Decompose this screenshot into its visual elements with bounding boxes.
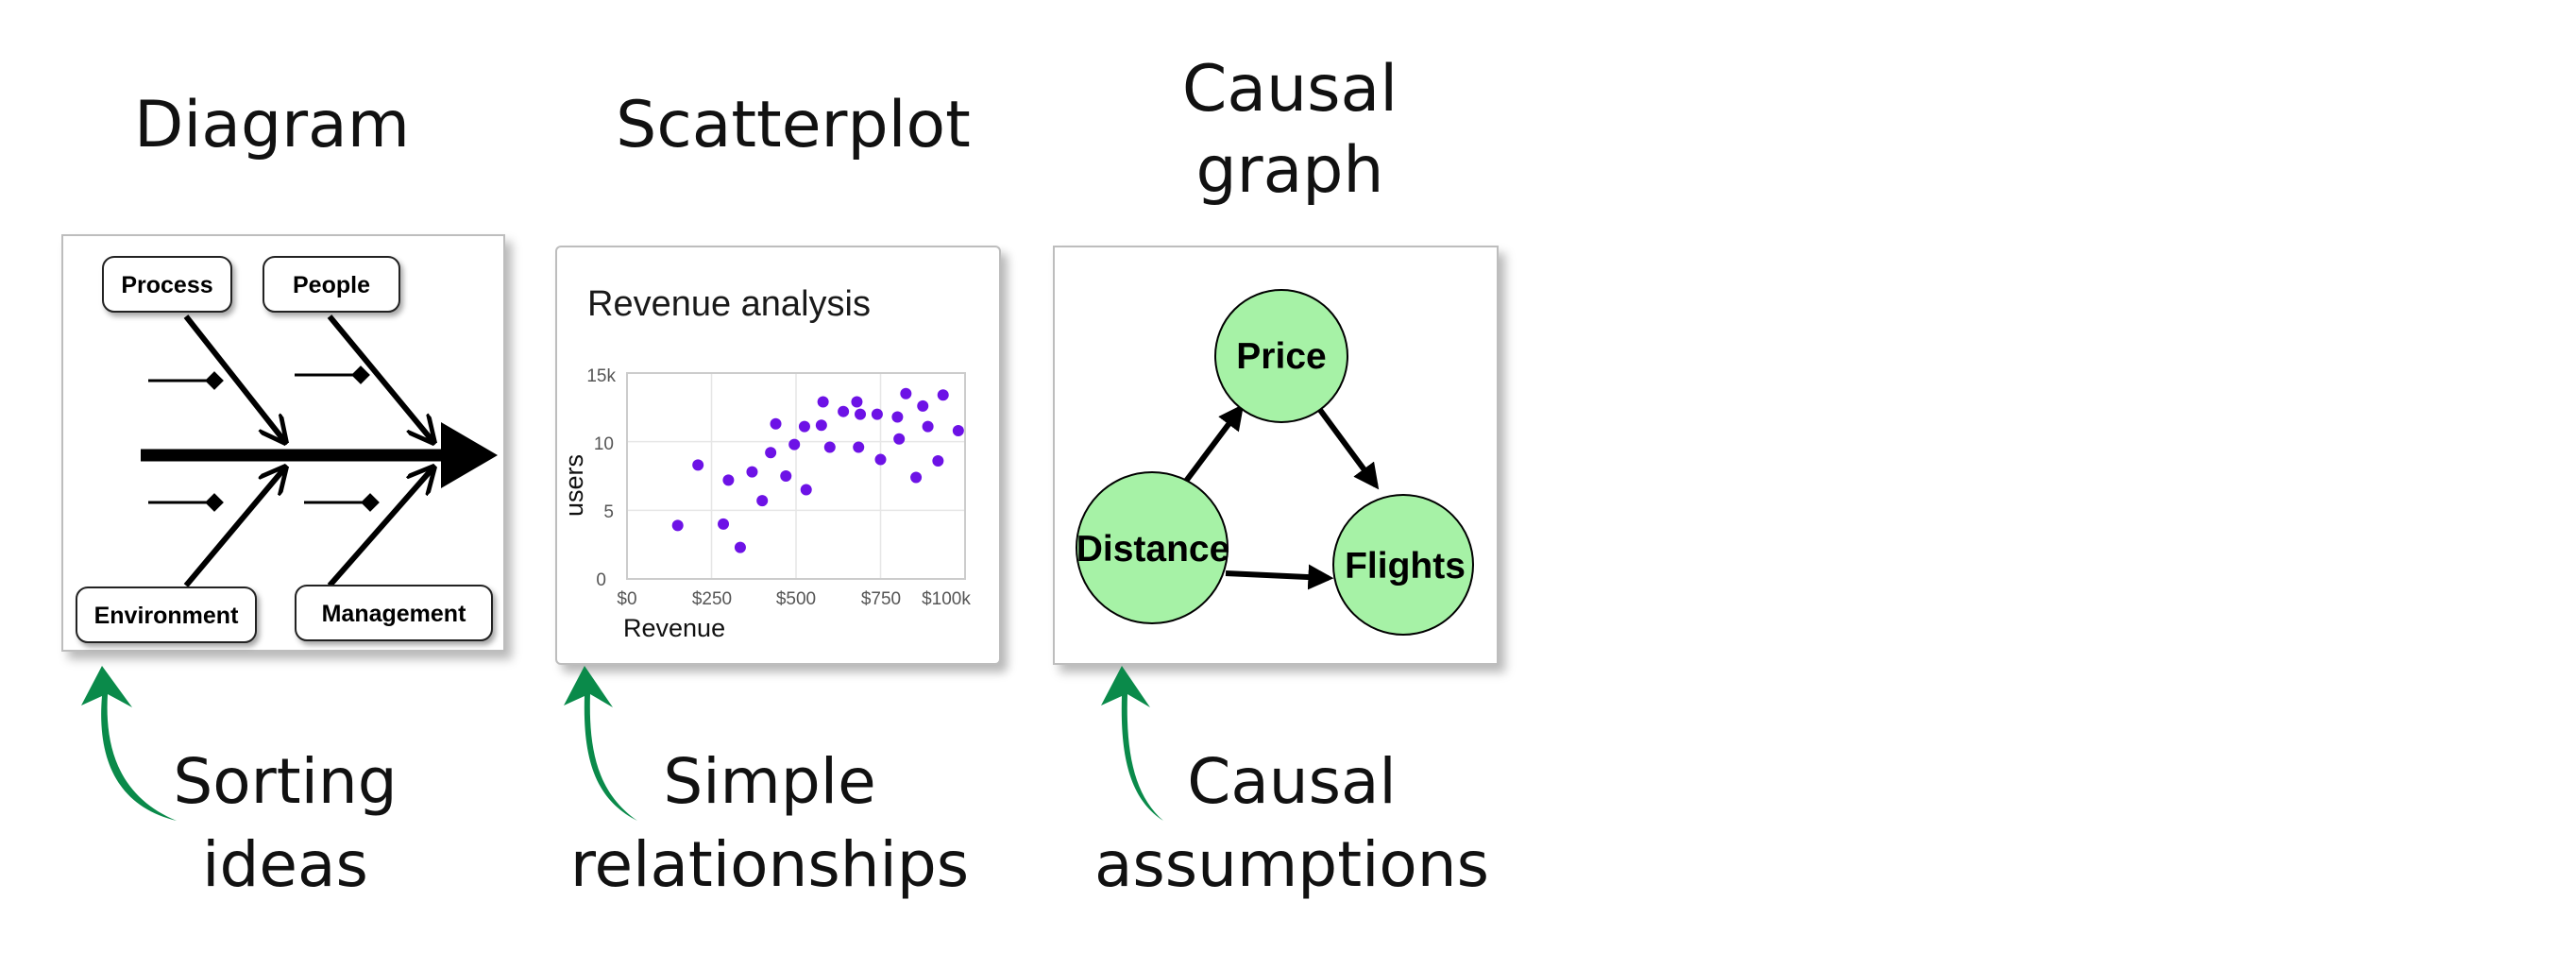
scatter-point bbox=[855, 408, 867, 420]
scatter-point bbox=[800, 484, 812, 496]
svg-text:Flights: Flights bbox=[1345, 546, 1466, 586]
svg-text:Process: Process bbox=[121, 272, 212, 298]
causal-caption: Causal assumptions bbox=[1027, 740, 1556, 907]
causal-graph-title-line2: graph bbox=[1195, 133, 1384, 208]
causal-caption-line2: assumptions bbox=[1093, 828, 1490, 901]
scatter-caption-line1: Simple bbox=[663, 745, 876, 818]
chart-points bbox=[671, 387, 964, 553]
x-axis-label: Revenue bbox=[623, 614, 725, 642]
diagram-caption-line1: Sorting bbox=[173, 745, 398, 818]
scatter-point bbox=[770, 417, 782, 430]
scatter-point bbox=[734, 541, 746, 553]
fishbone-label-management: Management bbox=[295, 585, 493, 641]
scatterplot-chart: Revenue analysis 0 5 10 15k $0 $250 $500… bbox=[560, 284, 971, 642]
svg-text:Environment: Environment bbox=[94, 603, 239, 629]
scatter-point bbox=[756, 495, 769, 507]
causal-graph-panel: Price Distance Flights bbox=[1053, 246, 1499, 665]
curved-arrow-icon bbox=[81, 666, 177, 821]
edge-distance-price bbox=[1181, 403, 1245, 485]
x-tick-label: $500 bbox=[776, 589, 816, 609]
diagram-caption: Sorting ideas bbox=[21, 740, 550, 907]
scatter-point bbox=[765, 447, 777, 459]
scatterplot-title: Scatterplot bbox=[616, 88, 971, 162]
scatter-point bbox=[671, 519, 684, 532]
curved-arrow-icon bbox=[1101, 666, 1163, 821]
node-distance: Distance bbox=[1076, 471, 1230, 624]
node-flights: Flights bbox=[1332, 494, 1474, 636]
causal-graph-title-line1: Causal bbox=[1181, 52, 1398, 127]
scatter-point bbox=[917, 400, 929, 412]
scatter-point bbox=[893, 433, 906, 445]
scatter-point bbox=[692, 459, 704, 471]
scatter-point bbox=[871, 408, 883, 420]
scatter-point bbox=[853, 441, 865, 453]
y-tick-label: 15k bbox=[586, 366, 616, 386]
scatter-point bbox=[798, 420, 810, 433]
y-tick-label: 0 bbox=[596, 570, 606, 590]
scatter-point bbox=[910, 471, 923, 484]
node-price: Price bbox=[1214, 289, 1348, 423]
fishbone-subcause-marker bbox=[205, 371, 224, 390]
scatter-point bbox=[780, 470, 792, 482]
edge-distance-flights bbox=[1225, 564, 1334, 590]
chart-title: Revenue analysis bbox=[587, 284, 871, 324]
y-tick-label: 5 bbox=[603, 502, 614, 522]
x-tick-label: $250 bbox=[692, 589, 732, 609]
causal-graph: Price Distance Flights bbox=[1076, 289, 1474, 636]
causal-graph-title: Causal graph bbox=[1063, 49, 1517, 212]
edge-price-flights bbox=[1314, 404, 1380, 490]
svg-text:Management: Management bbox=[322, 601, 466, 627]
fishbone-label-environment: Environment bbox=[76, 586, 257, 643]
causal-caption-line1: Causal bbox=[1187, 745, 1397, 818]
svg-text:Price: Price bbox=[1236, 336, 1326, 377]
scatter-point bbox=[838, 405, 850, 417]
scatter-point bbox=[937, 389, 949, 401]
fishbone-label-process: Process bbox=[102, 256, 232, 313]
scatter-point bbox=[922, 420, 934, 433]
scatter-point bbox=[874, 453, 887, 466]
scatter-point bbox=[815, 419, 827, 432]
scatter-caption: Simple relationships bbox=[505, 740, 1034, 907]
svg-text:Distance: Distance bbox=[1076, 529, 1230, 570]
scatter-point bbox=[891, 411, 904, 423]
fishbone-head bbox=[441, 422, 498, 488]
scatter-point bbox=[788, 438, 801, 450]
x-tick-label: $750 bbox=[861, 589, 901, 609]
fishbone-subcause-marker bbox=[361, 493, 380, 512]
scatterplot-panel: Revenue analysis 0 5 10 15k $0 $250 $500… bbox=[555, 246, 1001, 665]
scatter-point bbox=[823, 441, 836, 453]
fishbone-bone-process bbox=[183, 314, 285, 442]
diagram-title: Diagram bbox=[134, 88, 410, 162]
scatter-point bbox=[900, 387, 912, 400]
scatter-point bbox=[722, 474, 735, 486]
svg-text:People: People bbox=[293, 272, 370, 298]
fishbone-subcause-marker bbox=[351, 366, 370, 384]
diagram-caption-line2: ideas bbox=[202, 828, 368, 901]
chart-plot-frame bbox=[626, 372, 966, 580]
y-tick-label: 10 bbox=[594, 434, 614, 454]
fishbone-bone-management bbox=[327, 468, 433, 587]
fishbone-subcause-marker bbox=[205, 493, 224, 512]
y-axis-label: users bbox=[560, 454, 588, 517]
fishbone-label-people: People bbox=[263, 256, 400, 313]
scatter-point bbox=[952, 425, 964, 437]
x-tick-label: $0 bbox=[617, 589, 636, 609]
scatter-point bbox=[932, 455, 944, 468]
curved-arrow-icon bbox=[564, 666, 637, 821]
fishbone-bone-environment bbox=[183, 468, 285, 587]
scatter-point bbox=[718, 518, 730, 530]
x-tick-label: $100k bbox=[922, 589, 971, 609]
fishbone-diagram: Process People Environment Management bbox=[76, 256, 498, 643]
scatter-caption-line2: relationships bbox=[569, 828, 970, 901]
fishbone-diagram-panel: Process People Environment Management bbox=[61, 234, 505, 652]
scatter-point bbox=[746, 466, 758, 478]
scatter-point bbox=[851, 396, 863, 408]
fishbone-bone-people bbox=[327, 314, 433, 442]
scatter-point bbox=[817, 396, 829, 408]
